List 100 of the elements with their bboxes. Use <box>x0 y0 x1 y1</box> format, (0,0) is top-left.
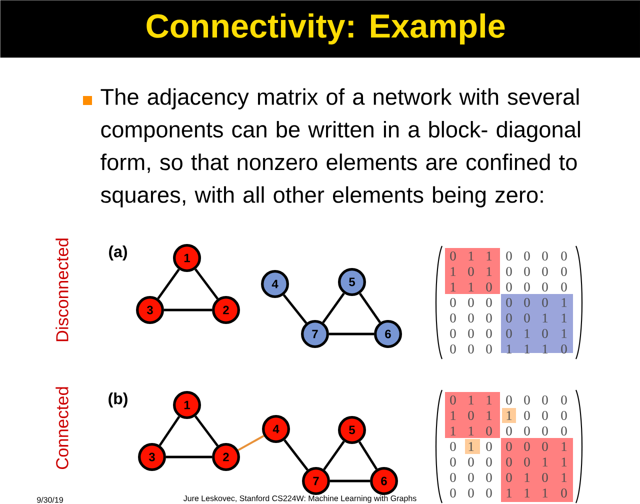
matrix-entry: 0 <box>468 298 474 307</box>
matrix-entry: 0 <box>486 426 492 436</box>
matrix-entry: 1 <box>486 396 492 404</box>
edge-line <box>322 292 345 324</box>
matrix-entry: 1 <box>524 329 530 338</box>
matrix-entry: 0 <box>561 411 567 420</box>
matrix-entry: 0 <box>506 396 512 404</box>
matrix-entry: 0 <box>524 458 530 466</box>
matrix-entry: 0 <box>468 329 474 338</box>
matrix-entry: 0 <box>524 442 530 451</box>
matrix-entry: 0 <box>542 282 548 292</box>
graph-node: 2 <box>212 443 240 471</box>
matrix-entry: 0 <box>450 488 456 498</box>
matrix-entry: 1 <box>450 411 456 420</box>
edge-line <box>284 439 308 471</box>
edge-line <box>158 416 180 446</box>
edge-line <box>194 268 219 300</box>
matrix-entry: 0 <box>506 458 512 466</box>
footer-text: 9/30/19 <box>37 496 63 503</box>
matrix-entry: 1 <box>524 344 530 354</box>
matrix-entry: 1 <box>450 267 456 276</box>
matrix-entry: 0 <box>506 282 512 292</box>
matrix-entry: 1 <box>468 442 474 451</box>
matrix-entry: 1 <box>562 298 567 307</box>
matrix-entry: 0 <box>486 488 492 498</box>
matrix-entry: 0 <box>542 298 548 307</box>
matrix-entry: 0 <box>450 252 456 260</box>
matrix-entry: 0 <box>468 488 474 498</box>
matrix-entry: 0 <box>468 411 474 420</box>
matrix-entry: 1 <box>506 488 512 498</box>
matrix-entry: 1 <box>562 329 567 338</box>
bullet-text: The adjacency matrix of a network with several components can be written in a block- diagonal form, so that nonzero elements are confined to squares, with all other elements being zero: <box>100 88 580 208</box>
matrix-entry: 0 <box>506 473 512 482</box>
matrix-entry: 1 <box>468 426 474 436</box>
matrix-entry: 1 <box>506 411 512 420</box>
matrix-entry: 1 <box>486 411 492 420</box>
matrix-entry: 1 <box>542 344 548 354</box>
matrix-entry: 0 <box>468 267 474 276</box>
matrix-entry: 0 <box>524 298 530 307</box>
edge-line <box>194 415 219 447</box>
matrix-entry: 1 <box>524 473 530 482</box>
graph-node: 6 <box>370 467 398 495</box>
matrix-entry: 1 <box>468 252 474 260</box>
matrix-entry: 0 <box>542 442 548 451</box>
matrix-entry: 1 <box>524 488 530 498</box>
matrix-entry: 0 <box>486 442 492 451</box>
matrix-entry: 0 <box>524 282 530 292</box>
matrix-entry: 0 <box>542 426 548 436</box>
matrix-entry: 1 <box>468 282 474 292</box>
matrix-entry: 0 <box>561 344 567 354</box>
edge-line <box>166 456 212 458</box>
matrix-entry: 0 <box>468 473 474 482</box>
graph-node: 3 <box>138 443 166 471</box>
matrix-entry: 1 <box>562 314 567 322</box>
side-label: Connected <box>56 387 68 470</box>
side-label: Disconnected <box>56 238 68 342</box>
matrix-entry: 0 <box>561 426 567 436</box>
footer-text: Jure Leskovec, Stanford CS224W: Machine Learning with Graphs <box>183 495 416 503</box>
matrix-entry: 0 <box>450 396 456 404</box>
matrix-entry: 0 <box>542 411 548 420</box>
matrix-entry: 0 <box>486 473 492 482</box>
edge-line <box>323 440 345 470</box>
edge-line <box>358 292 382 324</box>
matrix-entry: 1 <box>562 458 567 466</box>
matrix-entry: 0 <box>542 267 548 276</box>
edge-line <box>164 308 212 312</box>
matrix-entry: 0 <box>506 329 512 338</box>
matrix-entry: 0 <box>450 458 456 466</box>
matrix-entry: 0 <box>486 458 492 466</box>
matrix-entry: 0 <box>450 344 456 354</box>
edge-line <box>358 441 378 470</box>
edge-line <box>329 332 374 336</box>
edge-line <box>238 434 264 452</box>
graph-node: 7 <box>302 467 330 495</box>
matrix-entry: 0 <box>524 252 530 260</box>
matrix-entry: 1 <box>450 282 456 292</box>
matrix-entry: 0 <box>450 314 456 322</box>
matrix-entry: 0 <box>486 329 492 338</box>
matrix-entry: 0 <box>561 488 567 498</box>
matrix-entry: 1 <box>562 473 567 482</box>
matrix-entry: 0 <box>506 314 512 322</box>
title-bar: Connectivity: Example <box>0 0 640 58</box>
matrix-entry: 0 <box>524 411 530 420</box>
matrix-entry: 0 <box>561 396 567 404</box>
matrix-entry: 0 <box>542 329 548 338</box>
matrix-entry: 0 <box>524 314 530 322</box>
matrix-entry: 0 <box>450 298 456 307</box>
matrix-entry: 0 <box>468 458 474 466</box>
matrix-entry: 0 <box>450 473 456 482</box>
matrix-entry: 0 <box>561 282 567 292</box>
matrix-entry: 0 <box>468 344 474 354</box>
matrix-entry: 1 <box>506 344 512 354</box>
matrix-entry: 1 <box>486 267 492 276</box>
matrix-entry: 0 <box>542 252 548 260</box>
matrix-entry: 1 <box>542 314 548 322</box>
matrix-entry: 0 <box>486 344 492 354</box>
matrix-entry: 1 <box>542 458 548 466</box>
matrix-entry: 0 <box>506 298 512 307</box>
matrix-entry: 0 <box>524 267 530 276</box>
matrix-entry: 1 <box>486 252 492 260</box>
